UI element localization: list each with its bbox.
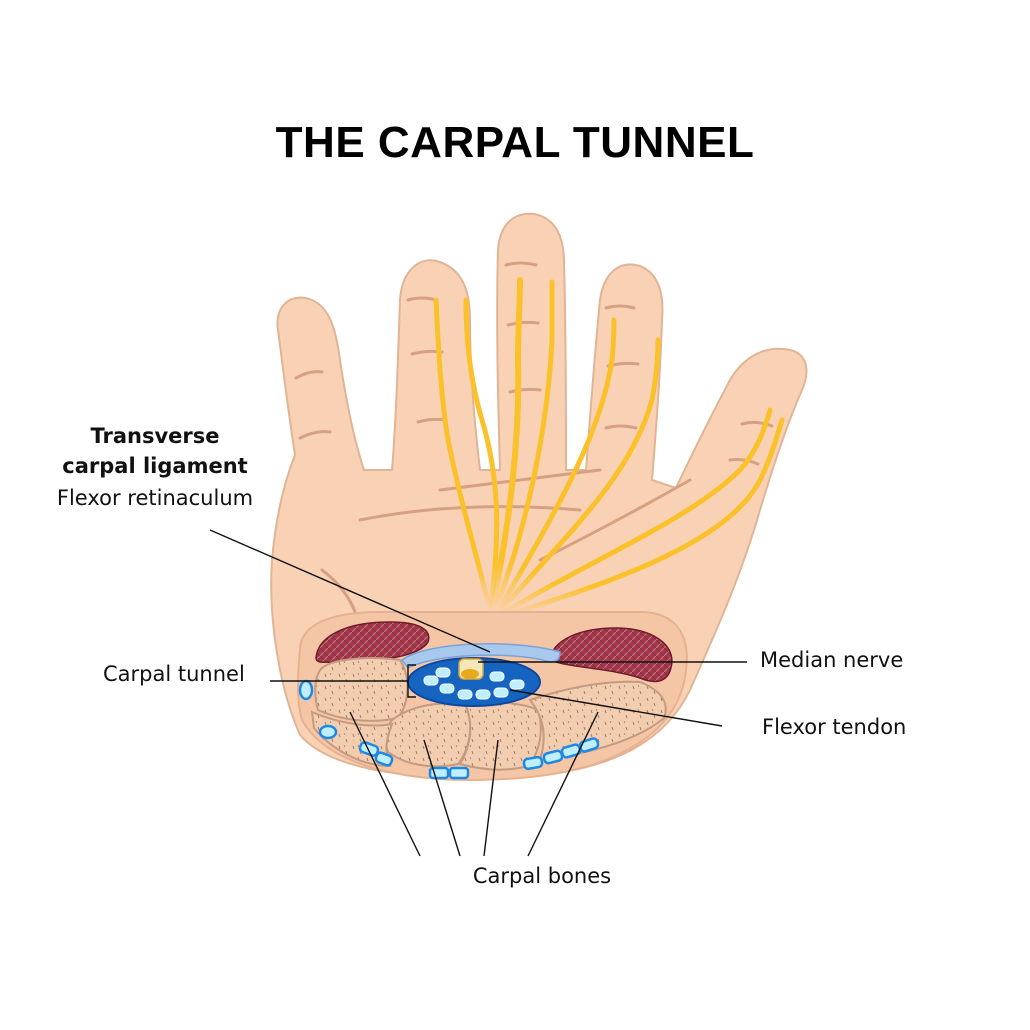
- label-carpal-ligament: carpal ligament: [62, 454, 248, 478]
- flexor-tendons: [423, 667, 525, 700]
- median-nerve-branches: [433, 277, 785, 619]
- label-carpal-bones-wrap: Carpal bones: [0, 864, 1030, 888]
- label-flexor-retinaculum: Flexor retinaculum: [56, 486, 254, 510]
- label-carpal-tunnel: Carpal tunnel: [103, 662, 245, 686]
- leader-lines: [209, 529, 747, 857]
- label-median-nerve: Median nerve: [760, 648, 904, 672]
- label-flexor-tendon: Flexor tendon: [762, 715, 907, 739]
- transverse-carpal-ligament: [400, 643, 561, 669]
- label-transverse: Transverse: [90, 424, 220, 448]
- diagram-title: THE CARPAL TUNNEL: [275, 118, 755, 167]
- median-nerve-section: [458, 658, 484, 680]
- wrist-cross-section: [297, 611, 688, 781]
- extensor-tendons: [298, 679, 600, 780]
- label-carpal-bones: Carpal bones: [472, 864, 612, 888]
